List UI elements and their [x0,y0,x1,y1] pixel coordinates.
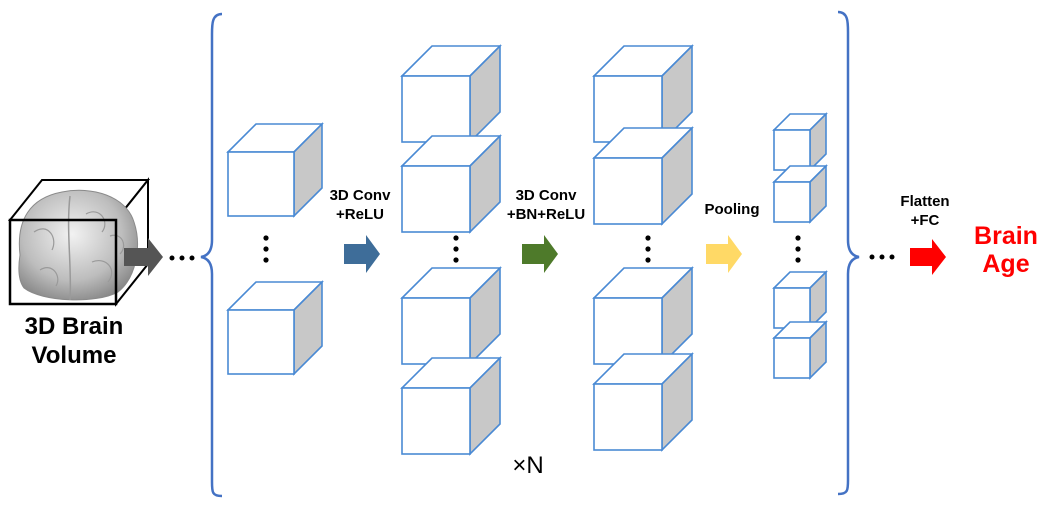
conv-relu-arrow-icon [344,235,380,273]
pooling-label-line1: Pooling [704,201,760,218]
conv-bn-relu-label: 3D Conv +BN+ReLU [492,186,600,224]
feature-map-cube [400,356,502,456]
horizontal-ellipsis-left-icon [169,255,195,261]
feature-map-cube-small [772,164,828,224]
output-label-line1: Brain [974,222,1038,250]
flatten-fc-label-line1: Flatten [900,193,950,210]
left-curly-brace-icon [200,12,223,498]
feature-map-cubes [226,44,828,456]
pooling-label: Pooling [686,200,778,219]
input-volume-label: 3D Brain Volume [0,312,148,370]
vertical-ellipsis-icon [645,235,651,263]
feature-map-cube [592,126,694,226]
repeat-times-label: ×N [512,452,544,479]
feature-map-cube [226,122,324,218]
conv-relu-label: 3D Conv +ReLU [312,186,408,224]
conv-bn-relu-label-line1: 3D Conv [515,187,577,204]
brain-volume-icon [7,177,151,307]
input-label-line2: Volume [31,342,117,369]
feature-map-cube [400,44,502,144]
feature-map-cube-small [772,112,828,172]
horizontal-ellipsis-right-icon [869,254,895,260]
feature-map-cube [592,352,694,452]
pooling-arrow-icon [706,235,742,273]
vertical-ellipses [263,235,801,263]
flatten-fc-arrow-icon [910,239,946,275]
input-arrow-icon [124,238,163,276]
vertical-ellipsis-icon [795,235,801,263]
feature-map-cube [592,266,694,366]
feature-map-cube-small [772,270,828,330]
conv-bn-relu-arrow-icon [522,235,558,273]
feature-map-cube-small [772,320,828,380]
input-label-line1: 3D Brain [24,313,124,340]
vertical-ellipsis-icon [263,235,269,263]
feature-map-cube [226,280,324,376]
feature-map-cube [400,134,502,234]
conv-relu-label-line2: +ReLU [336,206,384,223]
output-label-line2: Age [982,250,1030,278]
flatten-fc-label-line2: +FC [910,212,940,229]
vertical-ellipsis-icon [453,235,459,263]
conv-relu-label-line1: 3D Conv [329,187,391,204]
output-brain-age-label: Brain Age [958,222,1050,278]
conv-bn-relu-label-line2: +BN+ReLU [506,206,586,223]
feature-map-cube [400,266,502,366]
flatten-fc-label: Flatten +FC [884,192,966,230]
right-curly-brace-icon [837,10,860,496]
